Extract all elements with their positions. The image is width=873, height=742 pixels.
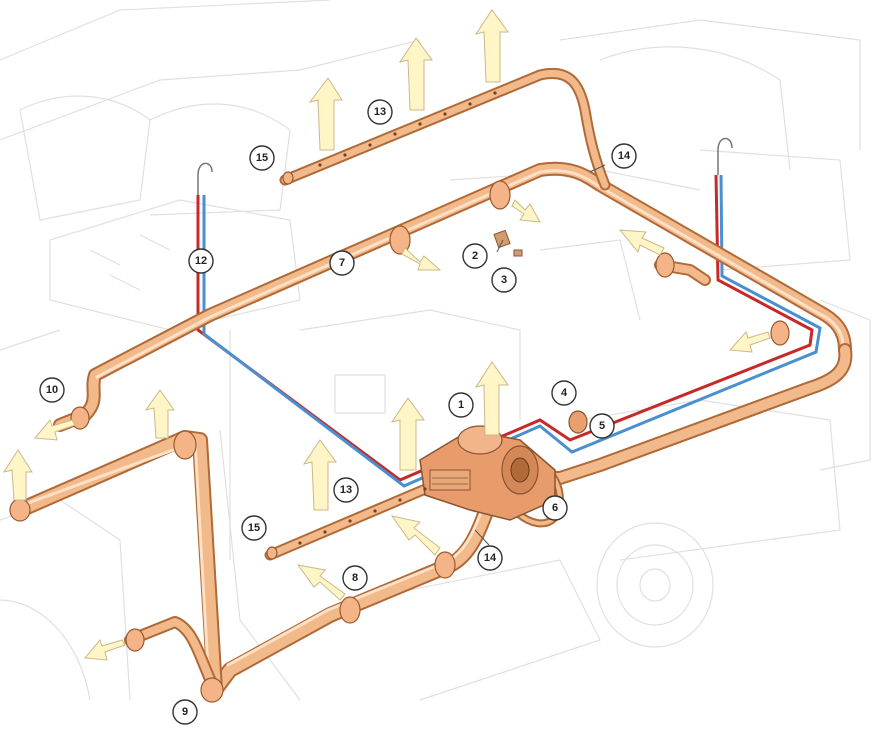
callout-label: 8 xyxy=(352,572,358,584)
callout-label: 13 xyxy=(340,484,352,496)
duct-right-lower xyxy=(513,343,853,485)
airflow-arrow xyxy=(390,397,425,471)
airflow-arrow xyxy=(84,638,126,661)
callout-9: 9 xyxy=(172,699,198,725)
callout-label: 14 xyxy=(618,150,631,162)
callout-label: 10 xyxy=(46,384,58,396)
vent-holes xyxy=(298,91,497,545)
callout-label: 9 xyxy=(182,706,188,718)
duct-fittings xyxy=(9,171,790,703)
callout-label: 12 xyxy=(195,255,207,267)
airflow-arrow xyxy=(401,247,442,271)
airflow-arrow xyxy=(474,361,509,436)
callout-1: 1 xyxy=(448,392,474,418)
duct-lower-left xyxy=(124,616,221,696)
airflow-arrow xyxy=(618,229,665,256)
callout-5: 5 xyxy=(589,413,615,439)
callout-label: 15 xyxy=(256,152,268,164)
airflow-arrow xyxy=(34,418,76,441)
airflow-arrow xyxy=(296,564,346,601)
callout-label: 2 xyxy=(472,250,478,262)
airflow-arrow xyxy=(511,199,541,223)
callout-14-upper: 14 xyxy=(611,143,637,169)
callout-label: 1 xyxy=(458,399,464,411)
callout-6: 6 xyxy=(542,495,568,521)
airflow-arrow xyxy=(308,77,343,151)
airflow-arrow xyxy=(2,449,33,501)
callout-label: 7 xyxy=(339,257,345,269)
callout-12: 12 xyxy=(188,248,214,274)
callout-2: 2 xyxy=(462,243,488,269)
airflow-arrow xyxy=(390,515,441,556)
duct-vent-upper xyxy=(279,68,611,191)
callout-label: 15 xyxy=(248,522,260,534)
callout-label: 14 xyxy=(484,552,497,564)
callout-15-upper: 15 xyxy=(249,145,275,171)
airflow-arrow xyxy=(474,9,509,83)
callout-14-lower: 14 xyxy=(477,545,503,571)
airflow-arrows xyxy=(2,9,771,661)
callout-7: 7 xyxy=(329,250,355,276)
callout-label: 4 xyxy=(561,387,568,399)
sensor-hooks xyxy=(197,137,733,195)
airflow-arrow xyxy=(398,37,433,111)
heater-unit xyxy=(419,425,556,521)
callout-10: 10 xyxy=(39,377,65,403)
vehicle-interior-outline xyxy=(0,0,871,701)
leader-lines xyxy=(474,164,606,546)
callout-13-upper: 13 xyxy=(367,99,393,125)
callout-label: 6 xyxy=(552,502,558,514)
airflow-arrow xyxy=(144,389,175,439)
duct-9 xyxy=(12,430,223,698)
callout-3: 3 xyxy=(491,267,517,293)
callout-13-lower: 13 xyxy=(333,477,359,503)
airflow-arrow xyxy=(302,439,337,511)
callout-15-lower: 15 xyxy=(241,515,267,541)
callout-4: 4 xyxy=(551,380,577,406)
callout-label: 3 xyxy=(501,274,507,286)
control-wiring xyxy=(196,174,822,488)
callout-label: 13 xyxy=(374,106,386,118)
callout-label: 5 xyxy=(599,420,605,432)
duct-main-upper xyxy=(53,161,852,432)
callout-8: 8 xyxy=(342,565,368,591)
airflow-arrow xyxy=(728,331,771,353)
